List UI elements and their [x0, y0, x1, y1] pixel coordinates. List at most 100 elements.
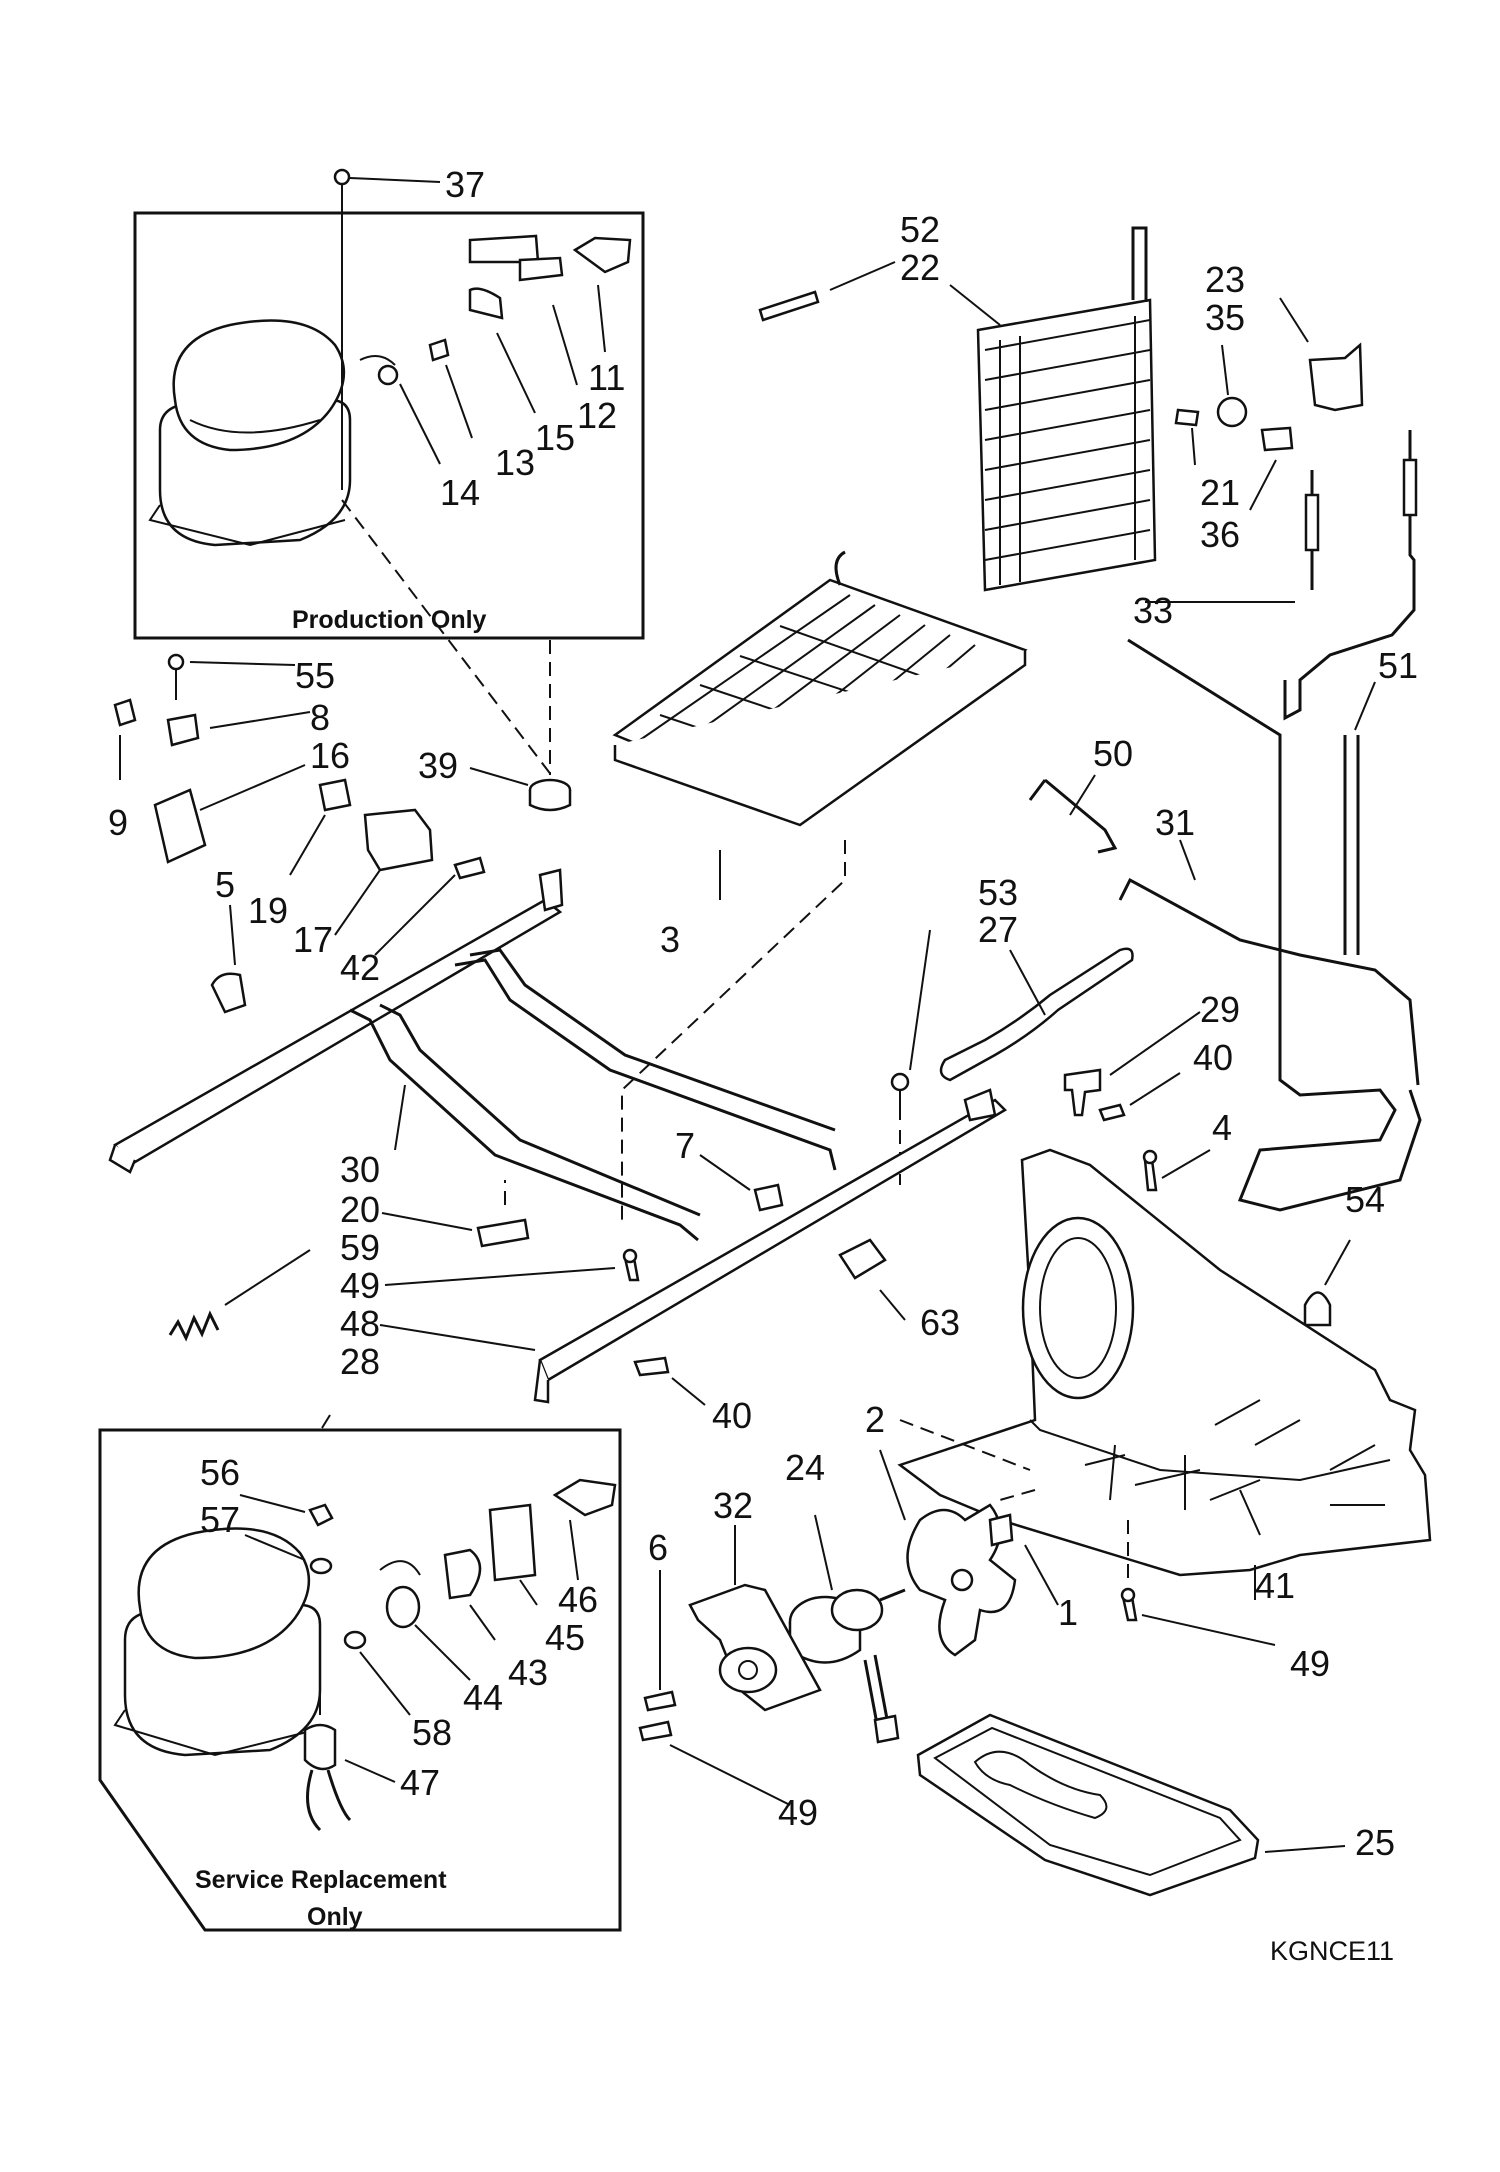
- drier-27: [939, 947, 1134, 1082]
- callout-44: 44: [463, 1677, 503, 1718]
- callout-51: 51: [1378, 645, 1418, 686]
- callout-6: 6: [648, 1527, 668, 1568]
- tube-31: [1118, 877, 1420, 1086]
- spring-59: [168, 1310, 220, 1342]
- callout-17: 17: [293, 919, 333, 960]
- part-8: [166, 713, 200, 747]
- fan-motor-24: [788, 1588, 906, 1744]
- callout-32: 32: [713, 1485, 753, 1526]
- grommet-39: [528, 778, 572, 812]
- callout-36: 36: [1200, 514, 1240, 555]
- callout-22: 22: [900, 247, 940, 288]
- screw-4: [1143, 1158, 1158, 1192]
- callout-29: 29: [1200, 989, 1240, 1030]
- callout-33: 33: [1133, 590, 1173, 631]
- part-63: [838, 1238, 887, 1280]
- callout-30: 30: [340, 1149, 380, 1190]
- callout-52: 52: [900, 209, 940, 250]
- callout-28: 28: [340, 1341, 380, 1382]
- callout-53: 53: [978, 872, 1018, 913]
- callout-41: 41: [1255, 1565, 1295, 1606]
- screw-42: [453, 856, 486, 880]
- callout-15: 15: [535, 417, 575, 458]
- callout-14: 14: [440, 472, 480, 513]
- callout-7: 7: [675, 1125, 695, 1166]
- service-replacement-label-only: Only: [307, 1903, 363, 1931]
- heater-52: [758, 290, 820, 322]
- callout-45: 45: [545, 1617, 585, 1658]
- crossmember-30: [349, 948, 837, 1242]
- callout-16: 16: [310, 735, 350, 776]
- callout-59: 59: [340, 1227, 380, 1268]
- base-rail-front: [108, 868, 564, 1174]
- service-replacement-box: [98, 1428, 622, 1932]
- callout-47: 47: [400, 1762, 440, 1803]
- callout-35: 35: [1205, 297, 1245, 338]
- service-replacement-label: Service Replacement: [195, 1866, 447, 1894]
- callout-55: 55: [295, 655, 335, 696]
- production-only-label: Production Only: [292, 606, 487, 634]
- callout-39: 39: [418, 745, 458, 786]
- wire-50: [1028, 778, 1118, 854]
- callout-8: 8: [310, 697, 330, 738]
- fan-blade-1: [906, 1503, 1017, 1657]
- callout-46: 46: [558, 1579, 598, 1620]
- screw-37: [333, 168, 351, 186]
- callout-27: 27: [978, 909, 1018, 950]
- callout-13: 13: [495, 442, 535, 483]
- clip-7: [753, 1183, 784, 1212]
- callout-40-lower: 40: [712, 1395, 752, 1436]
- callout-19: 19: [248, 890, 288, 931]
- callout-9: 9: [108, 802, 128, 843]
- screw-6: [643, 1690, 677, 1712]
- callout-20: 20: [340, 1189, 380, 1230]
- callout-58: 58: [412, 1712, 452, 1753]
- callout-40-upper: 40: [1193, 1037, 1233, 1078]
- callout-21: 21: [1200, 472, 1240, 513]
- screw-40-upper: [1098, 1103, 1126, 1122]
- condenser-3: [612, 550, 1028, 827]
- evaporator-22: [976, 226, 1157, 592]
- callout-48: 48: [340, 1303, 380, 1344]
- overload-relay-service: [343, 1478, 617, 1650]
- screw-40-lower: [633, 1356, 670, 1377]
- overload-relay-production: [359, 234, 632, 386]
- callout-37: 37: [445, 164, 485, 205]
- base-pan-41: [897, 1148, 1432, 1577]
- motor-bracket-32: [688, 1583, 822, 1712]
- nut-56: [308, 1503, 334, 1527]
- rail-48: [533, 1088, 1008, 1404]
- cap-54: [1303, 1291, 1332, 1327]
- tubing-33: [1283, 430, 1418, 721]
- washer-57: [309, 1557, 333, 1575]
- capacitor-16: [153, 788, 207, 864]
- bracket-20: [476, 1218, 530, 1248]
- compressor-production: [148, 319, 352, 547]
- callout-1: 1: [1058, 1592, 1078, 1633]
- callout-25: 25: [1355, 1822, 1395, 1863]
- callout-31: 31: [1155, 802, 1195, 843]
- callout-49-fan: 49: [778, 1792, 818, 1833]
- callout-49-right: 49: [1290, 1643, 1330, 1684]
- screw-53: [890, 1072, 910, 1092]
- drawing-code: KGNCE11: [1270, 1936, 1394, 1966]
- callout-49-middle: 49: [340, 1265, 380, 1306]
- relay-17: [363, 808, 434, 872]
- callout-54: 54: [1345, 1179, 1385, 1220]
- drain-pan-25: [916, 1713, 1260, 1897]
- callout-56: 56: [200, 1452, 240, 1493]
- callout-4: 4: [1212, 1107, 1232, 1148]
- callout-43: 43: [508, 1652, 548, 1693]
- callout-11: 11: [588, 357, 625, 398]
- part-9: [113, 698, 137, 727]
- capacitor-47: [303, 1640, 352, 1832]
- screw-49-fan: [638, 1720, 673, 1742]
- callout-3: 3: [660, 919, 680, 960]
- callout-2: 2: [865, 1399, 885, 1440]
- thermostat-parts: [1174, 342, 1364, 452]
- callout-42: 42: [340, 947, 380, 988]
- compressor-service: [113, 1527, 322, 1757]
- clip-29: [1063, 1068, 1102, 1117]
